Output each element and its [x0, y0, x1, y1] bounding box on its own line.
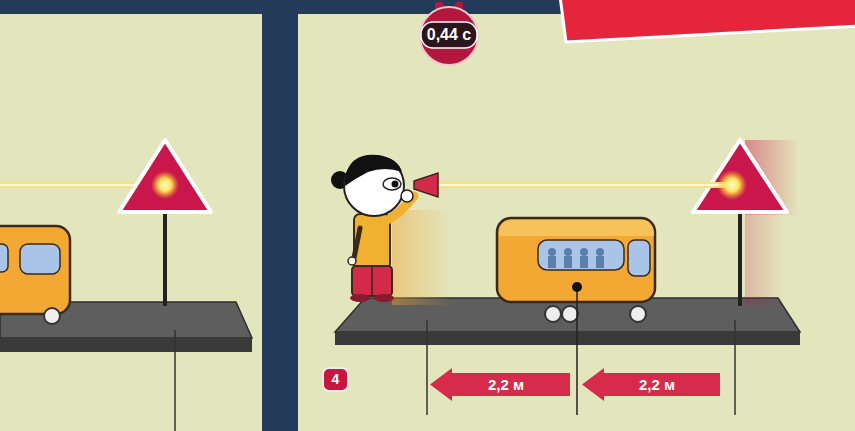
leader-line	[734, 320, 736, 415]
timer-display: 0,44 с	[413, 0, 485, 66]
motion-fade	[392, 210, 452, 305]
right-panel	[298, 14, 855, 431]
leader-line	[576, 287, 578, 415]
sign-pole	[163, 212, 167, 306]
banner	[560, 0, 855, 42]
time-reading: 0,44 с	[413, 22, 485, 48]
arrow-shape	[430, 368, 570, 401]
callout-number: 4	[322, 367, 349, 392]
light-beam	[438, 182, 732, 188]
sign-pole	[738, 212, 742, 306]
bus-body	[0, 226, 70, 314]
bus-window	[20, 244, 60, 274]
dimension-label: 2,2 м	[430, 368, 570, 401]
bus-wheel	[44, 308, 60, 324]
leader-line	[174, 330, 176, 431]
person	[331, 155, 438, 302]
warning-sign	[693, 140, 787, 212]
warning-sign	[119, 140, 211, 212]
road-edge	[0, 338, 252, 352]
callout-number: 4	[322, 367, 349, 392]
dimension-arrow: 2,2 м	[430, 368, 570, 401]
bus-window	[0, 244, 8, 272]
arrow-shape	[582, 368, 720, 401]
light-beam-core	[438, 184, 732, 186]
bus	[497, 218, 655, 322]
center-mark	[572, 282, 582, 292]
road-edge	[335, 332, 800, 345]
leader-line	[426, 320, 428, 415]
motion-fade	[745, 215, 785, 305]
badge-box	[323, 368, 348, 391]
dimension-label: 2,2 м	[582, 368, 720, 401]
light-spot	[151, 171, 179, 199]
dimension-arrow: 2,2 м	[582, 368, 720, 401]
light-spot	[717, 170, 747, 200]
left-panel	[0, 14, 262, 431]
